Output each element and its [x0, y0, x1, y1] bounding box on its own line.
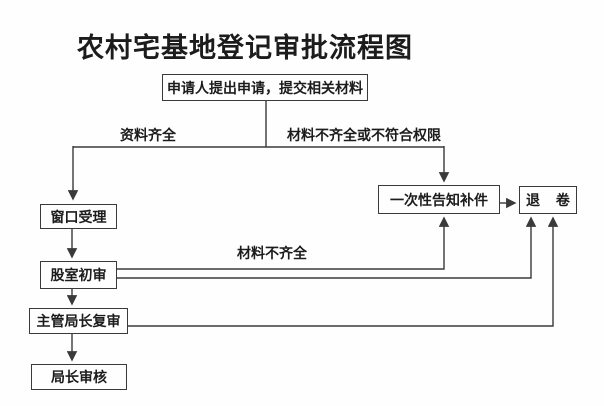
flow-node-onetime-notify-supplement-label: 一次性告知补件	[390, 191, 488, 208]
flow-node-chief-check: 局长审核	[31, 364, 127, 390]
edge-director-return	[128, 216, 559, 327]
edge-section-notify	[117, 216, 450, 270]
flow-node-return-file-label: 退 卷	[526, 192, 576, 208]
flow-node-director-review: 主管局长复审	[29, 308, 128, 334]
edge-apply-split	[73, 101, 444, 148]
flow-node-section-initial-review: 股室初审	[40, 261, 117, 289]
page-title: 农村宅基地登记审批流程图	[77, 33, 413, 63]
edge-label-materials-incomplete: 材料不齐全	[237, 245, 307, 261]
edge-label-materials-incomplete-or-unauthorized: 材料不齐全或不符合权限	[287, 127, 441, 143]
flow-node-director-review-label: 主管局长复审	[36, 313, 121, 329]
flow-node-return-file: 退 卷	[519, 186, 577, 214]
flow-node-window-acceptance: 窗口受理	[40, 204, 117, 229]
flow-node-applicant-label: 申请人提出申请，提交相关材料	[167, 79, 363, 96]
flow-node-window-acceptance-label: 窗口受理	[50, 208, 107, 225]
edge-section-return	[117, 216, 537, 279]
flow-node-chief-check-label: 局长审核	[51, 369, 107, 385]
flow-node-applicant: 申请人提出申请，提交相关材料	[162, 74, 368, 101]
flow-node-section-initial-review-label: 股室初审	[50, 267, 107, 283]
edge-label-materials-complete: 资料齐全	[120, 127, 176, 143]
flow-node-onetime-notify-supplement: 一次性告知补件	[378, 185, 500, 214]
